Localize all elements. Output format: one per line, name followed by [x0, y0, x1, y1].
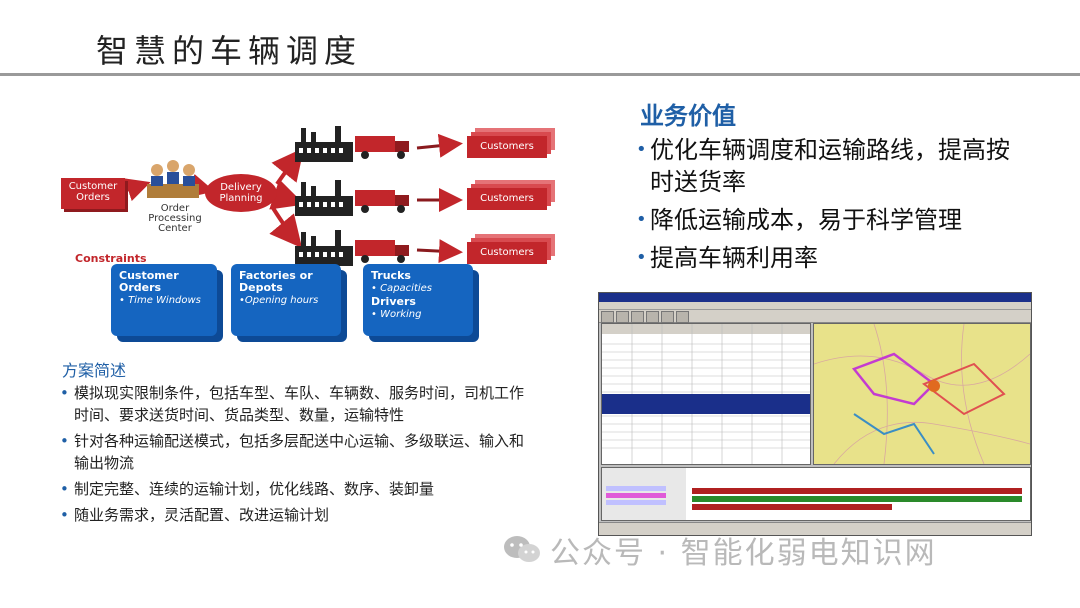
- customers-box: Customers: [467, 136, 547, 158]
- watermark: 公众号 · 智能化弱电知识网: [502, 528, 937, 572]
- toolbar-icon: [646, 311, 659, 323]
- order-processing-label: Order Processing Center: [133, 204, 217, 234]
- truck-icon: [355, 132, 413, 160]
- constraint-trucks-drivers: Trucks • Capacities Drivers • Working: [363, 264, 473, 336]
- customer-orders-box: Customer Orders: [61, 178, 125, 209]
- constraint-detail: •Opening hours: [239, 294, 333, 308]
- app-menubar: [599, 302, 1031, 310]
- software-screenshot: [598, 292, 1032, 536]
- page-title: 智慧的车辆调度: [96, 26, 362, 72]
- toolbar-icon: [661, 311, 674, 323]
- toolbar-icon: [601, 311, 614, 323]
- watermark-text: 公众号 · 智能化弱电知识网: [550, 528, 937, 572]
- list-item: 优化车辆调度和运输路线，提高按时送货率: [636, 134, 1026, 198]
- list-item: 模拟现实限制条件，包括车型、车队、车辆数、服务时间，司机工作时间、要求送货时间、…: [60, 382, 530, 426]
- constraint-detail: • Capacities: [371, 282, 465, 296]
- customers-box: Customers: [467, 242, 547, 264]
- constraint-factories: Factories or Depots •Opening hours: [231, 264, 341, 336]
- scheme-title: 方案简述: [62, 357, 126, 381]
- list-item: 降低运输成本，易于科学管理: [636, 204, 1026, 236]
- list-item: 针对各种运输配送模式，包括多层配送中心运输、多级联运、输入和输出物流: [60, 430, 530, 474]
- constraint-heading: Customer Orders: [119, 270, 209, 294]
- customers-box: Customers: [467, 188, 547, 210]
- constraint-heading: Drivers: [371, 296, 465, 308]
- toolbar-icon: [631, 311, 644, 323]
- wechat-icon: [502, 534, 542, 566]
- truck-icon: [355, 236, 413, 264]
- constraint-heading: Trucks: [371, 270, 465, 282]
- list-item: 制定完整、连续的运输计划，优化线路、数序、装卸量: [60, 478, 530, 500]
- delivery-diagram: Customer Orders Order Processing Center …: [55, 118, 555, 340]
- gantt-chart: [601, 467, 1031, 521]
- list-item: 随业务需求，灵活配置、改进运输计划: [60, 504, 530, 526]
- factory-icon: [295, 230, 353, 266]
- toolbar-icon: [676, 311, 689, 323]
- title-divider: [0, 73, 1080, 76]
- constraint-heading: Factories or Depots: [239, 270, 333, 294]
- constraint-detail: • Time Windows: [119, 294, 209, 308]
- truck-icon: [355, 186, 413, 214]
- factory-icon: [295, 180, 353, 216]
- value-title: 业务价值: [640, 96, 736, 131]
- route-map: [813, 323, 1031, 465]
- route-table: [601, 323, 811, 465]
- constraint-customer-orders: Customer Orders • Time Windows: [111, 264, 217, 336]
- value-bullet-list: 优化车辆调度和运输路线，提高按时送货率 降低运输成本，易于科学管理 提高车辆利用…: [636, 134, 1026, 280]
- constraint-detail: • Working: [371, 308, 465, 322]
- app-titlebar: [599, 293, 1031, 302]
- people-icon: [143, 156, 203, 202]
- app-toolbar: [599, 310, 1031, 323]
- list-item: 提高车辆利用率: [636, 242, 1026, 274]
- toolbar-icon: [616, 311, 629, 323]
- delivery-planning-node: Delivery Planning: [205, 174, 277, 212]
- factory-icon: [295, 126, 353, 162]
- scheme-bullet-list: 模拟现实限制条件，包括车型、车队、车辆数、服务时间，司机工作时间、要求送货时间、…: [60, 382, 530, 530]
